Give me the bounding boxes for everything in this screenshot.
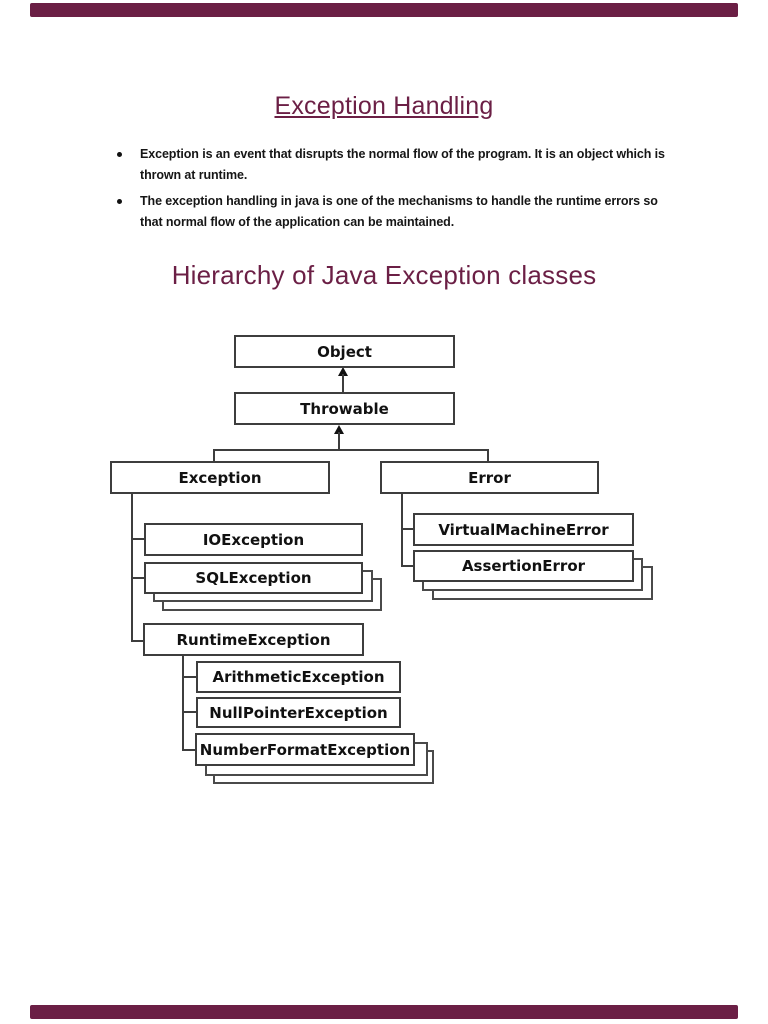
connector-line: [213, 449, 489, 451]
bullet-text-line: Exception is an event that disrupts the …: [140, 147, 665, 161]
bullet-text-line: that normal flow of the application can …: [140, 215, 455, 229]
node-sqlexception: SQLException: [144, 562, 363, 594]
connector-line: [131, 538, 144, 540]
connector-line: [182, 655, 184, 751]
bullet-icon: [117, 199, 122, 204]
node-assertionerror: AssertionError: [413, 550, 634, 582]
page-title: Exception Handling: [274, 92, 494, 120]
bullet-text-line: thrown at runtime.: [140, 168, 248, 182]
node-object: Object: [234, 335, 455, 368]
node-error: Error: [380, 461, 599, 494]
connector-line: [182, 749, 195, 751]
arrow-up-icon: [338, 367, 348, 376]
arrow-up-icon: [334, 425, 344, 434]
node-runtimeexception: RuntimeException: [143, 623, 364, 656]
node-nullpointerexception: NullPointerException: [196, 697, 401, 728]
bullet-list: Exception is an event that disrupts the …: [108, 144, 668, 238]
section-heading: Hierarchy of Java Exception classes: [171, 260, 597, 290]
connector-line: [182, 676, 196, 678]
connector-line: [131, 493, 133, 642]
page-top-rule: [30, 3, 738, 17]
node-virtualmachineerror: VirtualMachineError: [413, 513, 634, 546]
connector-line: [487, 449, 489, 462]
bullet-icon: [117, 152, 122, 157]
node-exception: Exception: [110, 461, 330, 494]
connector-line: [401, 565, 413, 567]
node-numberformatexception: NumberFormatException: [195, 733, 415, 766]
node-ioexception: IOException: [144, 523, 363, 556]
connector-line: [338, 432, 340, 450]
connector-line: [131, 640, 144, 642]
connector-line: [401, 528, 413, 530]
bullet-text-line: The exception handling in java is one of…: [140, 194, 658, 208]
node-throwable: Throwable: [234, 392, 455, 425]
connector-line: [342, 374, 344, 392]
page-bottom-rule: [30, 1005, 738, 1019]
bullet-item: The exception handling in java is one of…: [108, 191, 668, 233]
connector-line: [182, 711, 196, 713]
connector-line: [401, 493, 403, 567]
bullet-item: Exception is an event that disrupts the …: [108, 144, 668, 186]
node-arithmeticexception: ArithmeticException: [196, 661, 401, 693]
connector-line: [131, 577, 144, 579]
connector-line: [213, 449, 215, 462]
